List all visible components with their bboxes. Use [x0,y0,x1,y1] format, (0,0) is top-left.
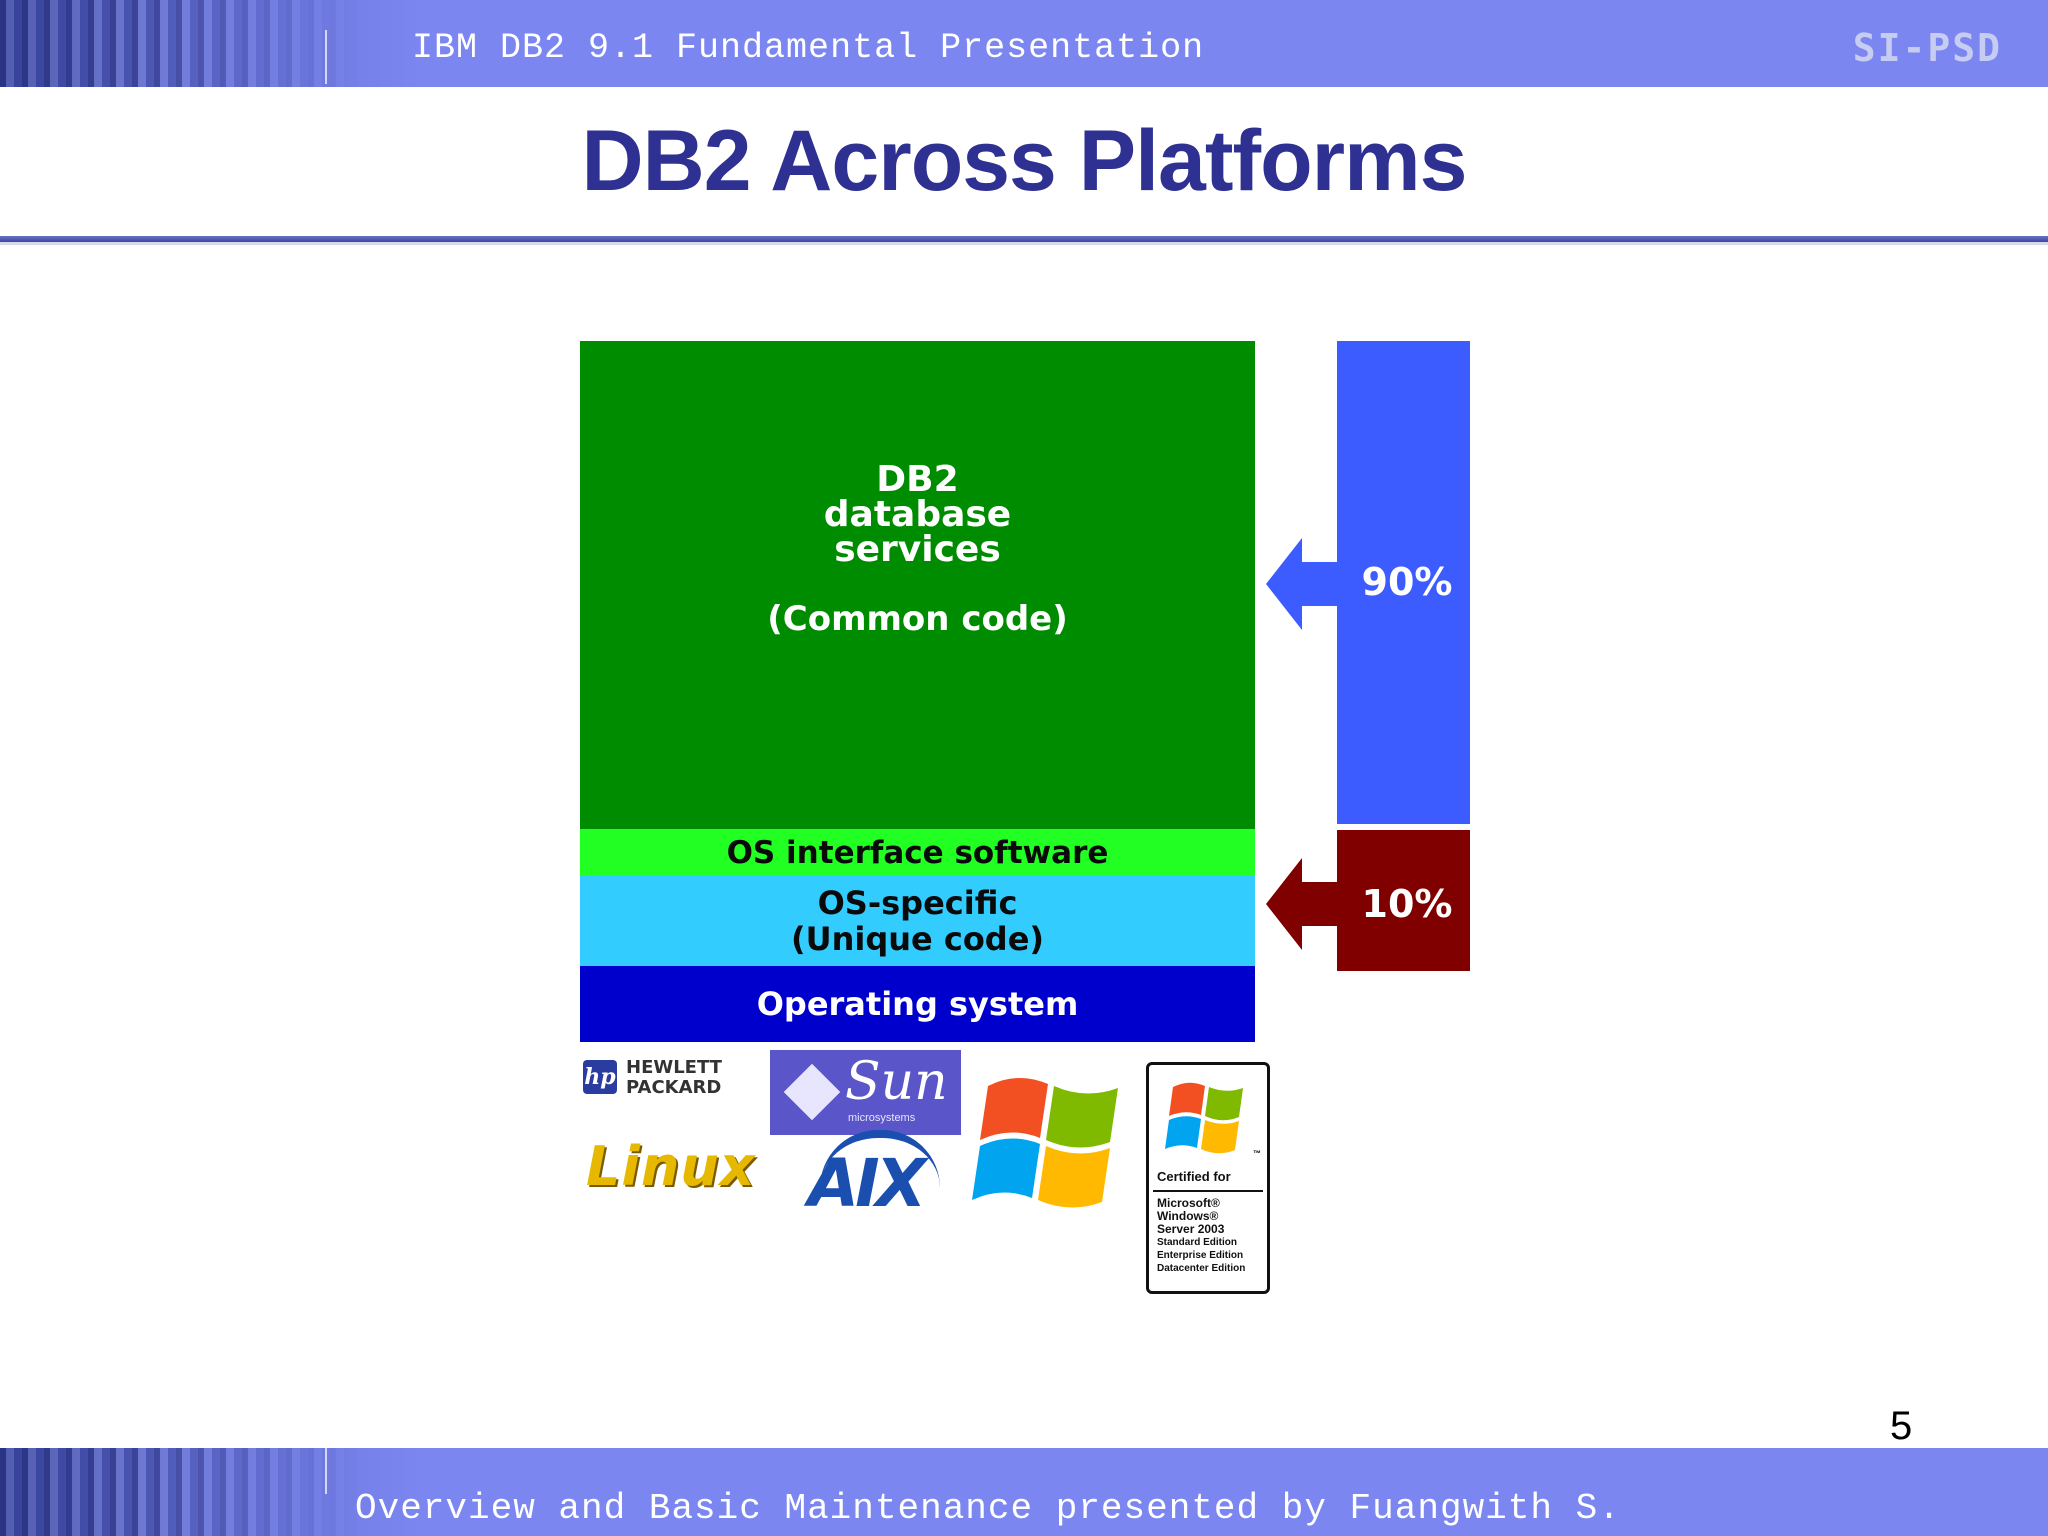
hp-line-2: PACKARD [626,1077,722,1098]
os-specific-line-1: OS-specific [817,884,1018,922]
cert-line: Datacenter Edition [1157,1263,1246,1274]
trademark-mark: ™ [1253,1149,1261,1158]
sun-logo: Sun microsystems [770,1050,961,1135]
cert-line: Standard Edition [1157,1237,1237,1248]
common-code-note: (Common code) [767,598,1068,639]
page-number: 5 [1890,1404,1913,1448]
os-specific-line-2: (Unique code) [790,920,1045,958]
sun-subtitle: microsystems [848,1112,916,1124]
certified-for-label: Certified for [1157,1169,1231,1184]
sun-diamond-icon [783,1063,841,1121]
architecture-stack: DB2 database services (Common code) OS i… [580,341,1255,1042]
header-separator [325,30,327,84]
sun-wordmark: Sun [845,1052,948,1112]
hp-line-1: HEWLETT [626,1057,722,1078]
presentation-title: IBM DB2 9.1 Fundamental Presentation [412,28,1205,68]
cert-line: Windows® [1157,1209,1219,1223]
bar-unique-share [1337,830,1470,971]
layer-os-interface: OS interface software [580,829,1255,876]
label-10-percent: 10% [1361,882,1453,926]
title-rule-shadow [0,242,2048,245]
arrow-left-red-icon [1266,858,1342,950]
windows-xp-flag-icon [972,1077,1118,1208]
common-line-2: database [823,493,1012,535]
common-line-1: DB2 [876,458,959,500]
cert-line: Enterprise Edition [1157,1250,1244,1261]
header-texture [0,0,360,87]
footer-texture [0,1448,360,1536]
label-90-percent: 90% [1361,560,1453,604]
cert-divider [1153,1190,1263,1192]
linux-logo: Linux [586,1135,756,1198]
hp-mark-icon: hp [583,1060,617,1094]
windows-certification-badge: ™ Certified for Microsoft® Windows® Serv… [1146,1062,1270,1294]
cert-line: Server 2003 [1157,1222,1225,1236]
common-line-3: services [834,528,1001,570]
common-code-title: DB2 database services [823,458,1012,570]
layer-operating-system: Operating system [580,966,1255,1042]
footer-bar: Overview and Basic Maintenance presented… [0,1448,2048,1536]
hp-wordmark: HEWLETT PACKARD [626,1058,746,1098]
slide-title: DB2 Across Platforms [581,113,1468,209]
layer-os-specific: OS-specific (Unique code) [580,876,1255,966]
windows-flag-icon [1165,1082,1243,1154]
header-bar: IBM DB2 9.1 Fundamental Presentation SI-… [0,0,2048,87]
title-rule [0,236,2048,242]
brand-logo: SI-PSD [1852,26,2002,70]
layer-common-code: DB2 database services (Common code) [580,341,1255,829]
aix-arc-icon [820,1130,940,1188]
aix-logo: AIX [808,1145,927,1222]
bar-common-share [1337,341,1470,824]
cert-line: Microsoft® [1157,1196,1220,1210]
footer-text: Overview and Basic Maintenance presented… [355,1488,1621,1529]
footer-separator [325,1448,327,1494]
arrow-left-blue-icon [1266,538,1342,630]
cert-product-lines: Microsoft® Windows® Server 2003 Standard… [1157,1197,1245,1275]
